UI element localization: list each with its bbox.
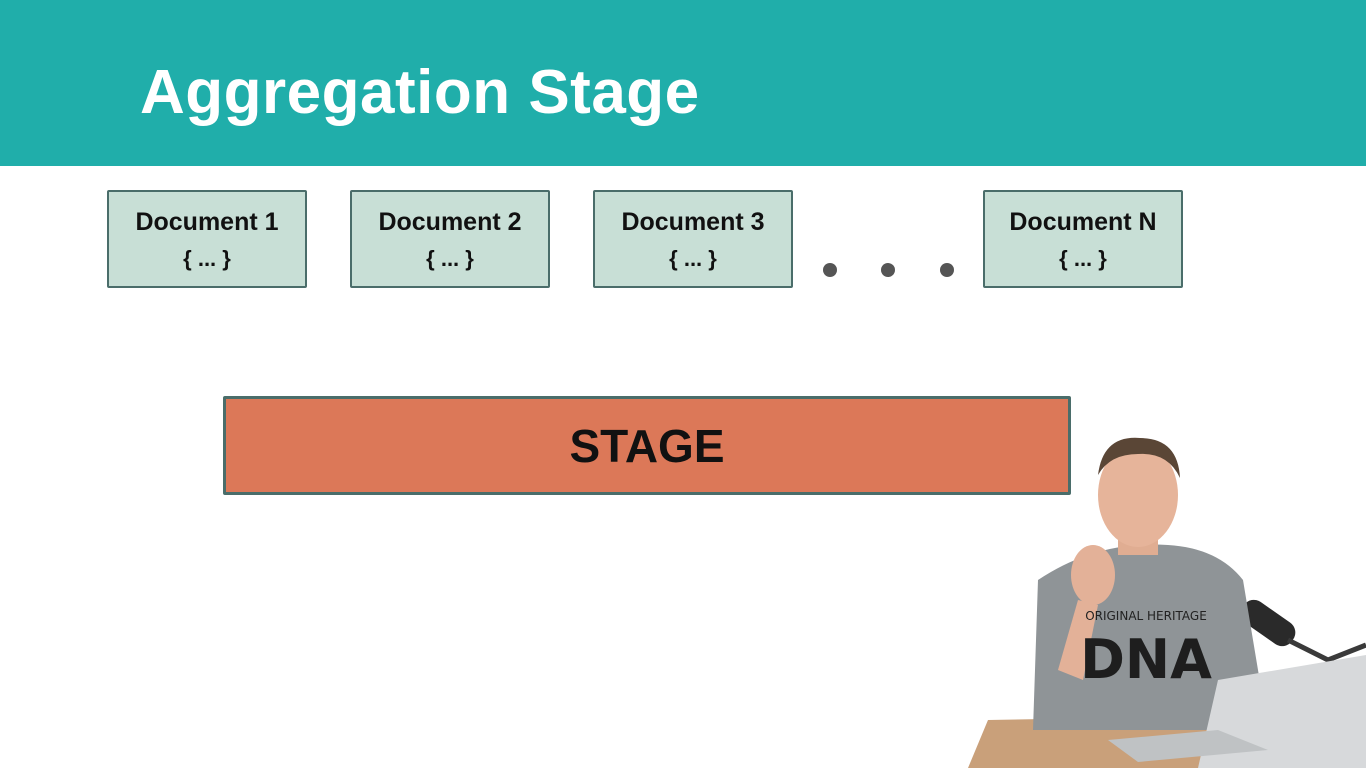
stage-box: STAGE	[223, 396, 1071, 495]
slide-header: Aggregation Stage	[0, 0, 1366, 166]
ellipsis-dot	[881, 263, 895, 277]
slide-title: Aggregation Stage	[140, 58, 700, 127]
document-body: { ... }	[1059, 246, 1107, 271]
document-box-3: Document 3 { ... }	[593, 190, 793, 288]
presenter-hand	[1071, 545, 1115, 605]
document-name: Document N	[1009, 208, 1157, 236]
document-name: Document 2	[378, 208, 522, 236]
presenter-head	[1098, 443, 1178, 547]
shirt-text-top: ORIGINAL HERITAGE	[1085, 609, 1207, 623]
document-body: { ... }	[426, 246, 474, 271]
shirt-text-big: DNA	[1080, 628, 1212, 691]
document-name: Document 3	[621, 208, 765, 236]
presenter-webcam: ORIGINAL HERITAGE DNA	[968, 437, 1366, 768]
ellipsis-dot	[823, 263, 837, 277]
ellipsis-dot	[940, 263, 954, 277]
microphone-icon	[1240, 599, 1366, 663]
document-name: Document 1	[135, 208, 279, 236]
document-box-n: Document N { ... }	[983, 190, 1183, 288]
document-body: { ... }	[669, 246, 717, 271]
document-body: { ... }	[183, 246, 231, 271]
stage-label: STAGE	[569, 420, 725, 472]
document-box-1: Document 1 { ... }	[107, 190, 307, 288]
document-box-2: Document 2 { ... }	[350, 190, 550, 288]
